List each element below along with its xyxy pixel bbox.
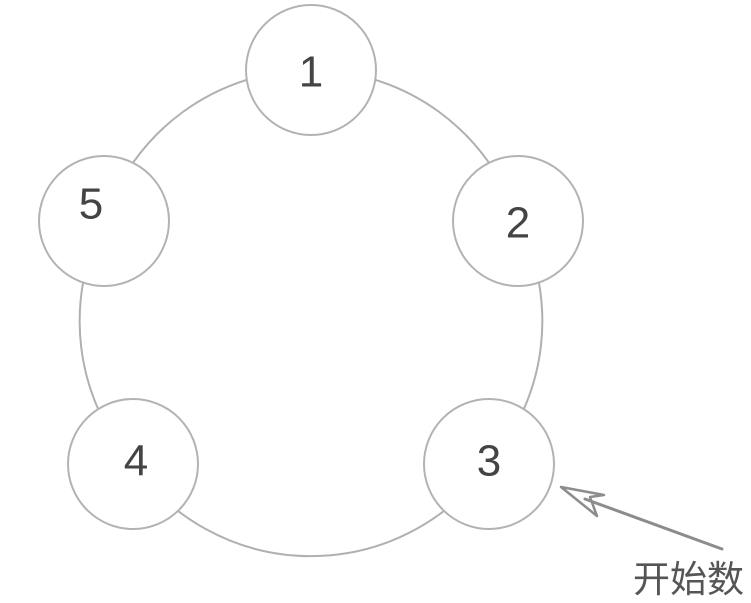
start-annotation-label: 开始数 (633, 558, 744, 601)
node-3-circle[interactable] (423, 398, 555, 530)
node-1-circle[interactable] (245, 4, 377, 136)
node-3[interactable]: 3 (423, 398, 555, 530)
node-4[interactable]: 4 (67, 398, 199, 530)
arrow-head-icon (559, 485, 606, 518)
node-1-label: 1 (299, 48, 323, 97)
node-5-circle[interactable] (38, 155, 170, 287)
node-5-label: 5 (79, 180, 103, 229)
node-1[interactable]: 1 (245, 4, 377, 136)
node-3-label: 3 (477, 437, 501, 486)
start-annotation-arrow (559, 485, 724, 551)
arrow-shaft (583, 497, 724, 551)
node-4-label: 4 (124, 437, 148, 486)
node-2[interactable]: 2 (452, 155, 584, 287)
node-5[interactable]: 5 (38, 155, 170, 287)
node-2-circle[interactable] (452, 155, 584, 287)
node-2-label: 2 (506, 199, 530, 248)
node-4-circle[interactable] (67, 398, 199, 530)
